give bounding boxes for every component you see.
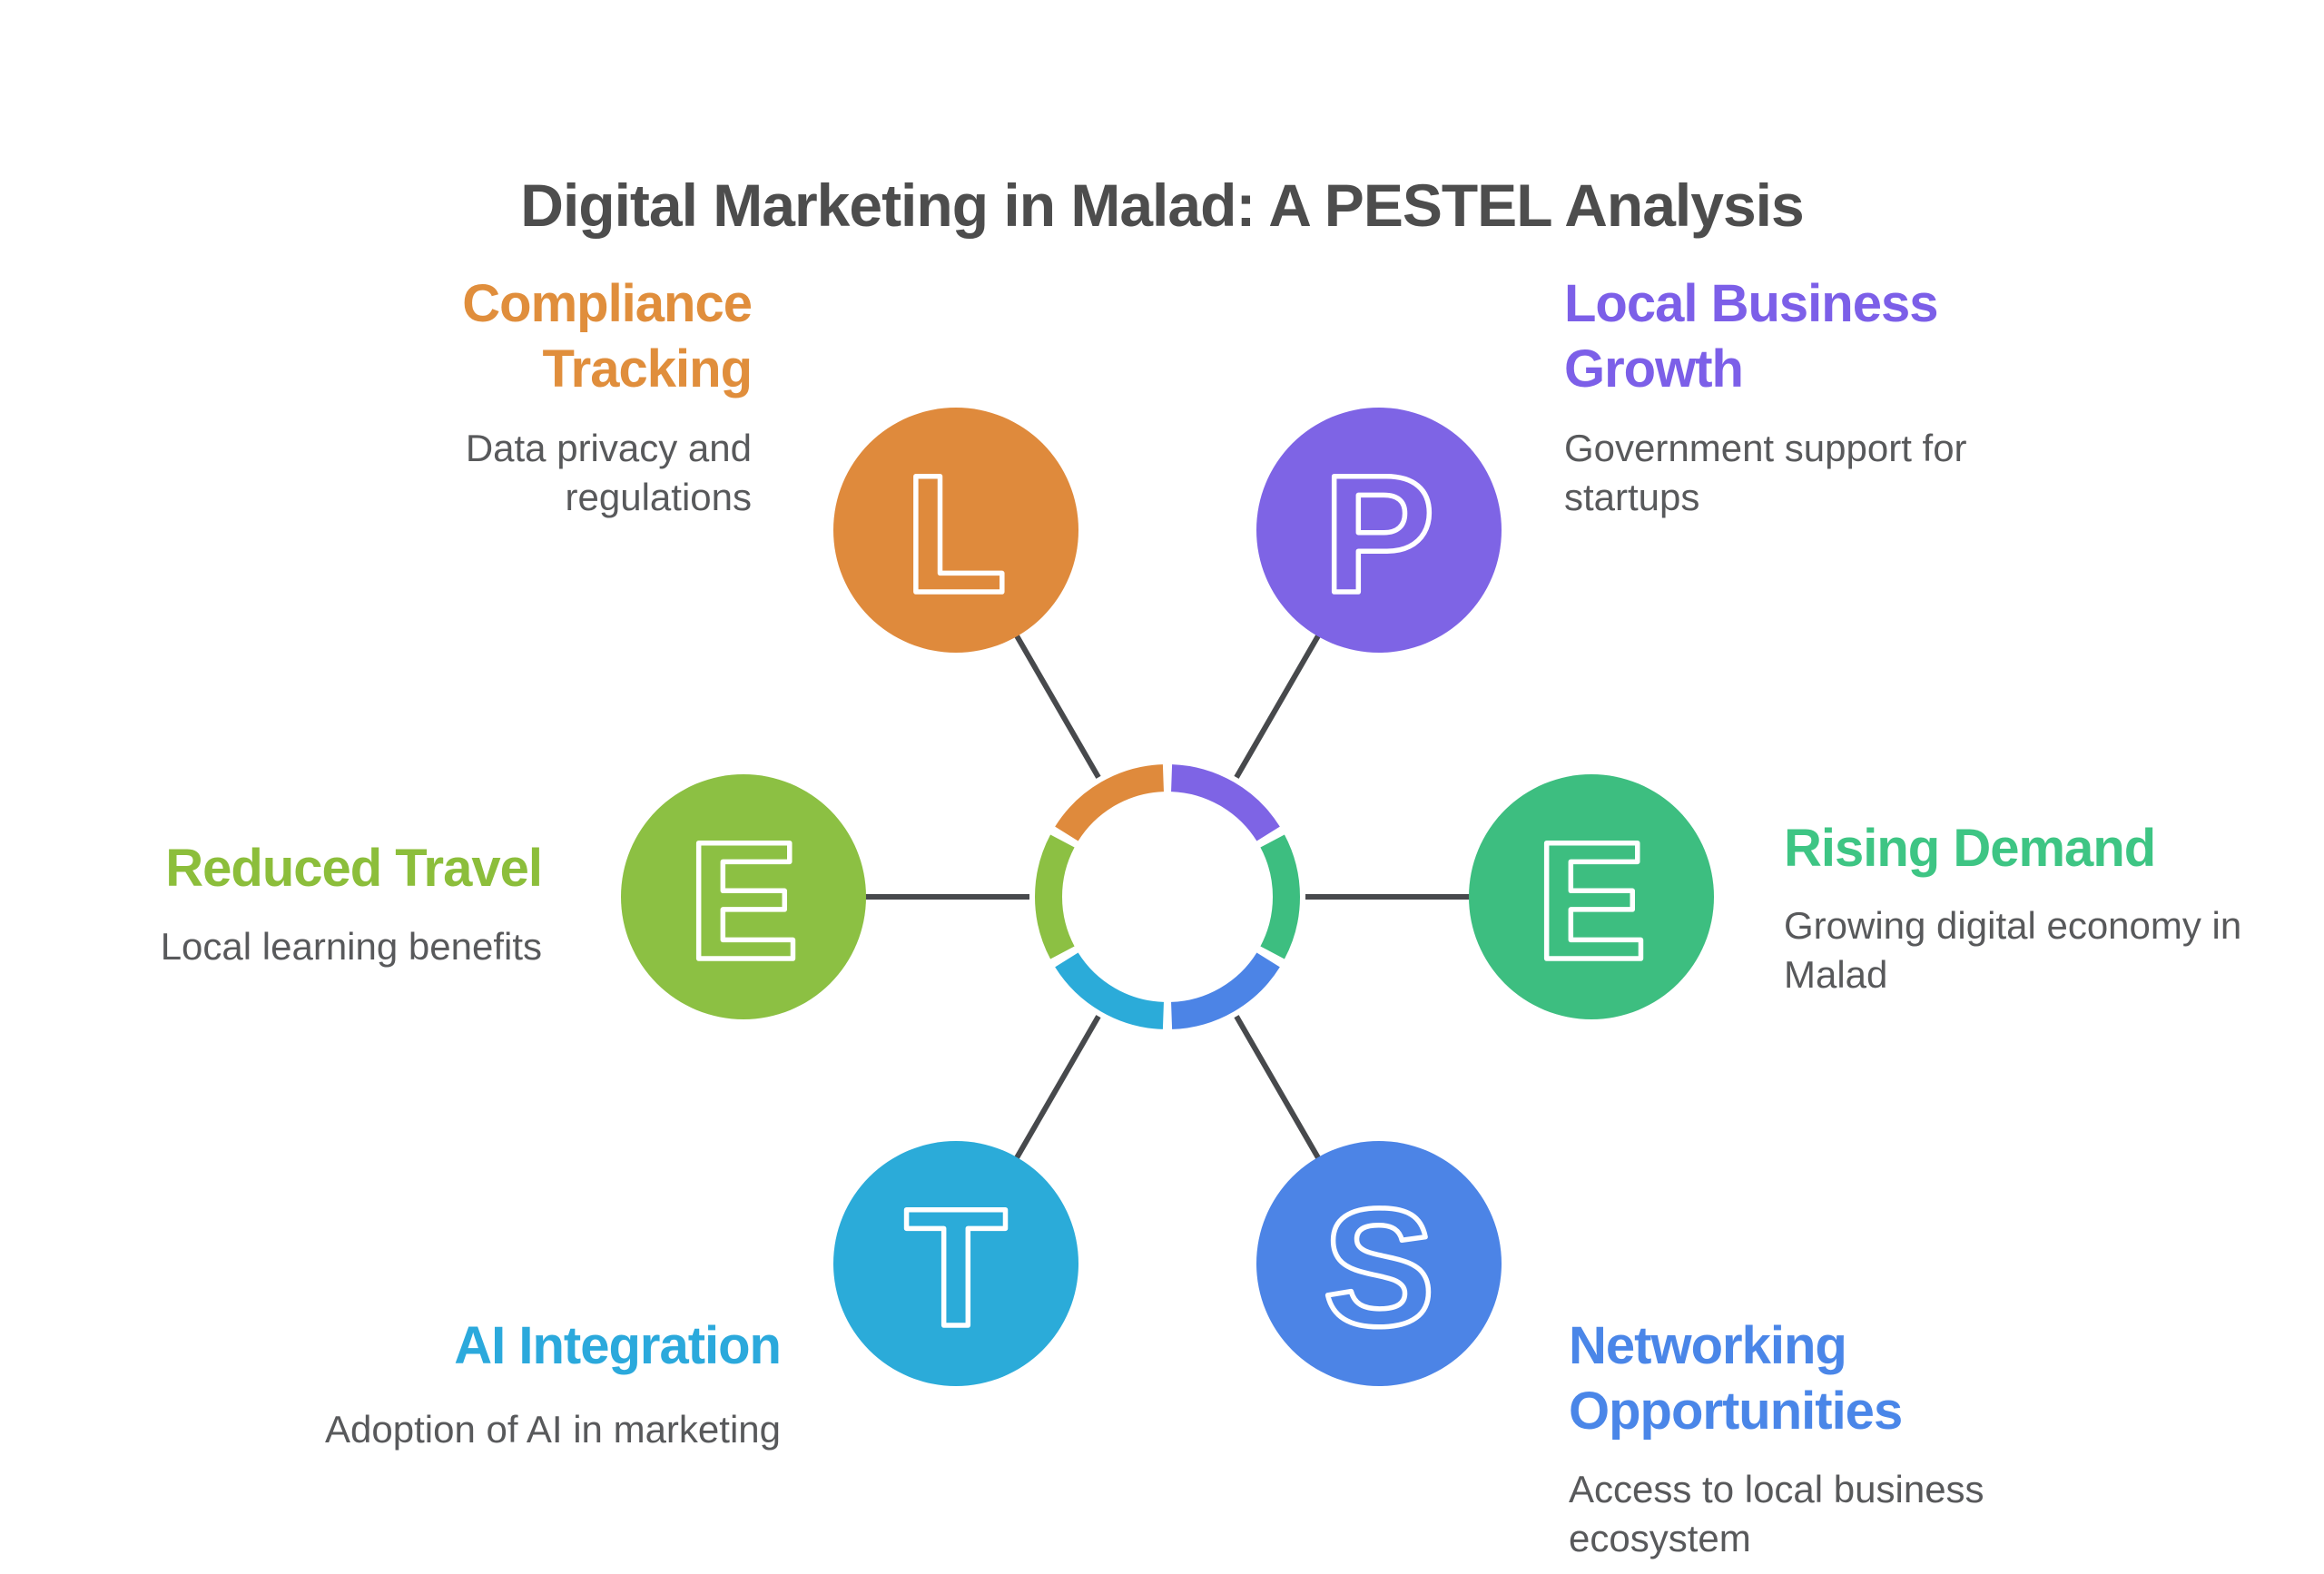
ring-segment-political bbox=[1170, 764, 1280, 841]
description-economic: Growing digital economy in Malad bbox=[1784, 904, 2242, 996]
description-social: Access to local business ecosystem bbox=[1569, 1468, 1984, 1559]
connector-line-political bbox=[1234, 631, 1323, 779]
factor-circle-environmental: E bbox=[621, 774, 866, 1019]
ring-segment-environmental bbox=[1035, 834, 1075, 959]
legal-circle-shape bbox=[833, 408, 1078, 653]
factor-circle-technological: T bbox=[833, 1141, 1078, 1386]
letter-e-environmental-icon: E bbox=[687, 808, 799, 995]
ring-segment-technological bbox=[1055, 952, 1165, 1029]
letter-e-economic-icon: E bbox=[1535, 808, 1647, 995]
heading-networking-opportunities: Networking Opportunities bbox=[1569, 1316, 1903, 1441]
heading-local-business-growth: Local Business Growth bbox=[1564, 274, 1938, 398]
factor-circle-social: S bbox=[1256, 1141, 1502, 1386]
ring-segment-legal bbox=[1055, 764, 1165, 841]
factor-circle-political: P bbox=[1256, 408, 1502, 653]
social-circle-shape bbox=[1256, 1141, 1502, 1386]
letter-t-icon: T bbox=[904, 1175, 1007, 1362]
page-title: Digital Marketing in Malad: A PESTEL Ana… bbox=[520, 172, 1804, 240]
heading-reduced-travel: Reduced Travel bbox=[165, 839, 543, 898]
environmental-circle-shape bbox=[621, 774, 866, 1019]
factor-circle-economic: E bbox=[1469, 774, 1714, 1019]
ring-segment-social bbox=[1170, 952, 1280, 1029]
factor-circle-legal: L bbox=[833, 408, 1078, 653]
ring-segment-economic bbox=[1260, 834, 1300, 959]
economic-circle-shape bbox=[1469, 774, 1714, 1019]
connector-line-social bbox=[1234, 1015, 1323, 1163]
heading-rising-demand: Rising Demand bbox=[1784, 819, 2156, 878]
letter-s-icon: S bbox=[1323, 1175, 1434, 1362]
technological-circle-shape bbox=[833, 1141, 1078, 1386]
description-legal: Data privacy and regulations bbox=[465, 427, 752, 518]
description-political: Government support for startups bbox=[1564, 427, 1967, 518]
heading-ai-integration: AI Integration bbox=[454, 1316, 782, 1375]
description-environmental: Local learning benefits bbox=[160, 925, 542, 968]
letter-p-icon: P bbox=[1323, 441, 1434, 628]
connector-line-legal bbox=[1012, 631, 1101, 779]
description-technological: Adoption of AI in marketing bbox=[325, 1408, 781, 1451]
heading-compliance-tracking: Compliance Tracking bbox=[462, 274, 753, 398]
connector-line-technological bbox=[1012, 1015, 1101, 1163]
letter-l-icon: L bbox=[904, 441, 1007, 628]
political-circle-shape bbox=[1256, 408, 1502, 653]
